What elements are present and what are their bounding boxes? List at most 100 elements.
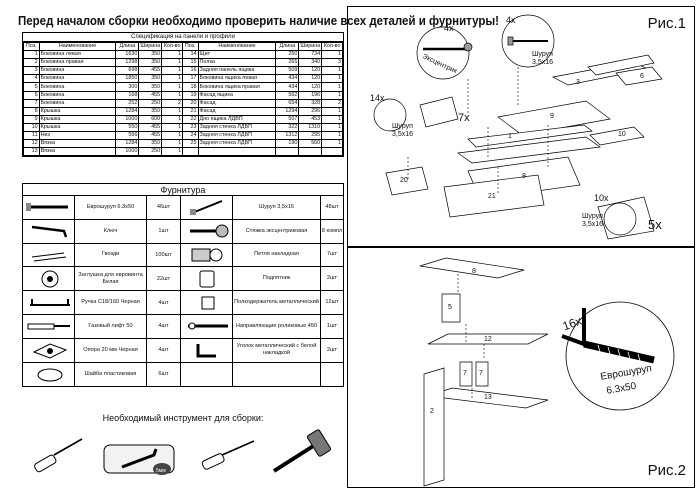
tools-illustration: 5мм — [34, 429, 332, 475]
roller-slide-icon — [187, 322, 228, 330]
spec-cell: 21 — [181, 106, 199, 116]
spec-cell: Задняя панель ящика — [197, 66, 277, 76]
page-title: Перед началом сборки необходимо проверит… — [18, 14, 500, 28]
nails-icon — [31, 252, 66, 262]
spec-cell: 350 — [138, 58, 163, 68]
hardware-image-cell — [181, 219, 233, 243]
spec-cell: 4 — [23, 74, 40, 84]
spec-cell — [181, 147, 199, 157]
spec-cell: 1 — [161, 74, 183, 84]
part-20: 20 — [400, 177, 408, 184]
hardware-name: Стяжка эксцентриковая — [233, 219, 321, 243]
glide-icon — [199, 270, 214, 288]
spec-cell: 18 — [181, 82, 199, 92]
fig2-part-13: 13 — [484, 394, 492, 401]
figure-2-drawing — [419, 257, 675, 487]
hardware-name: Полкодержатель металлический — [233, 291, 321, 314]
spec-cell: Боковина ящика левая — [197, 74, 277, 84]
spec-cell: 3 — [23, 66, 40, 76]
spec-cell: 1 — [161, 131, 183, 141]
spec-cell: Боковина — [38, 66, 117, 76]
left-name: Шуруп — [392, 123, 413, 130]
spec-cell: 509 — [275, 66, 300, 76]
screw-size: 3,5х16 — [532, 59, 554, 66]
spec-cell: 1 — [161, 50, 183, 60]
hardware-image-cell — [181, 362, 233, 387]
spec-cell: 1 — [321, 66, 343, 76]
spec-cell: 12 — [23, 139, 40, 149]
spec-header-cell: Ширина — [138, 41, 163, 52]
fig2-part-5: 5 — [448, 304, 452, 311]
hardware-qty: 12шт — [325, 299, 339, 306]
spec-cell: 25 — [181, 139, 199, 149]
spec-header-cell: Длина — [115, 41, 140, 52]
spec-cell: 13 — [23, 147, 40, 157]
cap-icon — [41, 270, 58, 288]
part-10: 10 — [618, 131, 626, 138]
bracket-screw-callout — [603, 202, 637, 236]
left-count: 14x — [370, 93, 385, 103]
br-size: 3,5х16 — [582, 221, 604, 228]
spec-cell: 120 — [298, 74, 323, 84]
spec-cell: 455 — [138, 122, 163, 133]
hinge-block — [419, 96, 459, 128]
fig2-part-7a: 7 — [463, 370, 467, 377]
spec-cell: Щит — [197, 50, 277, 60]
key-icon — [31, 225, 67, 238]
spec-cell: 7 — [23, 98, 40, 108]
hinge-count: 7x — [458, 112, 470, 124]
spec-cell: 434 — [275, 74, 300, 84]
spec-cell: 350 — [138, 74, 163, 84]
eccentric-tie-icon — [189, 224, 228, 238]
hardware-qty: 100шт — [147, 243, 181, 267]
spec-cell: 328 — [298, 98, 323, 108]
hardware-name: Ручка С18/160 Черная — [75, 291, 147, 314]
hardware-qty: 4шт — [147, 338, 181, 362]
left-size: 3,5х16 — [392, 131, 414, 138]
spec-header-cell: Поз. — [181, 41, 199, 52]
panel-5 — [441, 293, 461, 323]
spec-cell: 252 — [115, 98, 140, 108]
spec-cell: Боковина — [38, 74, 117, 84]
panel-7b — [475, 361, 489, 387]
spec-cell: Боковина — [38, 98, 117, 108]
hex-key-icon: 5мм — [103, 444, 175, 475]
hardware-qty: 4шт — [147, 291, 181, 314]
spec-cell: 2 — [161, 98, 183, 108]
hinge-icon — [191, 248, 222, 262]
fig2-part-8: 8 — [472, 268, 476, 275]
spec-cell: 6 — [23, 90, 40, 100]
hardware-image-cell — [23, 219, 75, 243]
spec-header-cell: Наименование — [38, 41, 117, 52]
panel-12 — [427, 333, 549, 345]
hardware-qty: 46шт — [147, 196, 181, 219]
eccentric-icon — [416, 26, 473, 80]
euroscrew-icon — [25, 203, 68, 212]
spec-cell: 1 — [321, 106, 343, 116]
spec-cell: 22 — [181, 114, 199, 124]
spec-cell: 1 — [161, 147, 183, 157]
screw-icon — [501, 14, 555, 68]
spec-cell: 1298 — [115, 58, 140, 68]
fig2-part-7b: 7 — [479, 370, 483, 377]
spec-cell: 1 — [161, 106, 183, 116]
spec-cell: Полка — [197, 58, 277, 68]
figure-2-label: Рис.2 — [647, 462, 686, 479]
spec-cell: 507 — [275, 114, 300, 124]
spec-cell: Боковина левая — [38, 50, 117, 60]
spec-cell — [275, 147, 300, 157]
spec-cell: 20 — [181, 98, 199, 108]
spec-cell: 1000 — [115, 147, 140, 157]
hardware-name: Направляющие роликовые 450 — [233, 314, 321, 338]
spec-cell: 734 — [298, 50, 323, 60]
hardware-image-cell — [23, 196, 75, 219]
five-count: 5x — [648, 217, 662, 232]
spec-cell: 562 — [275, 90, 300, 100]
